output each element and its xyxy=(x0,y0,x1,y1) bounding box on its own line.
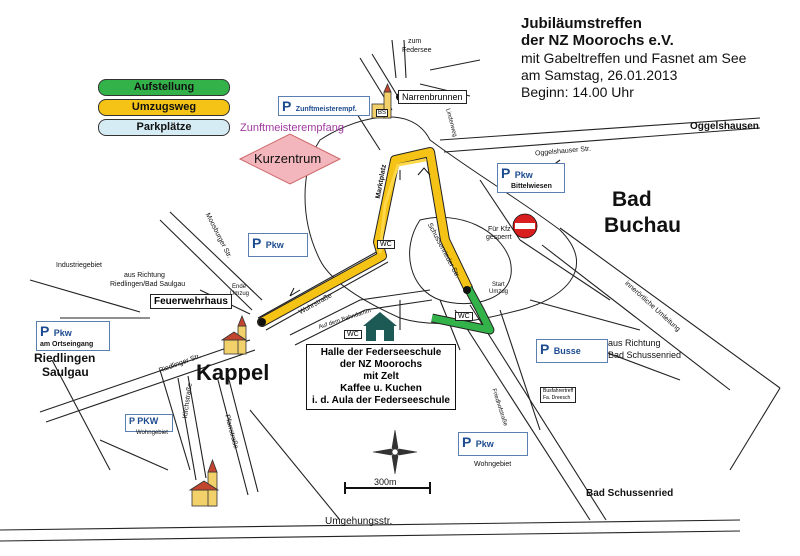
place-industriegebiet: Industriegebiet xyxy=(56,262,102,269)
event-subtitle: mit Gabeltreffen und Fasnet am See xyxy=(521,50,747,66)
event-title-org: der NZ Moorochs e.V. xyxy=(521,32,674,49)
event-date: am Samstag, 26.01.2013 xyxy=(521,67,678,83)
route-arrows xyxy=(289,167,431,297)
kurzentrum-label: Kurzentrum xyxy=(254,151,322,166)
place-saulgau: Saulgau xyxy=(42,365,89,379)
start-marker xyxy=(463,286,471,294)
halle-line1: Halle der Federseeschule xyxy=(320,347,442,358)
feuerwehrhaus-label: Feuerwehrhaus xyxy=(150,294,232,309)
compass-icon xyxy=(372,429,418,475)
bs-label: BS xyxy=(376,109,389,117)
parking-pkw-wohngebiet: P PKW xyxy=(125,414,173,432)
parking-ortseingang: P Pkw am Ortseingang xyxy=(36,321,110,351)
parking-pkw-south: P Pkw xyxy=(458,432,528,456)
bustreff-line2: Fa. Dreesch xyxy=(543,395,571,401)
halle-line5: i. d. Aula der Federseeschule xyxy=(311,395,450,406)
place-bad-buchau: Bad xyxy=(612,188,652,211)
legend-umzugsweg: Umzugsweg xyxy=(98,99,230,116)
event-start: Beginn: 14.00 Uhr xyxy=(521,84,634,100)
place-bad-buchau-2: Buchau xyxy=(604,214,682,237)
place-wohngebiet: Wohngebiet xyxy=(136,430,168,436)
start-umzug-label: Start xyxy=(492,282,505,288)
place-federsee: Federsee xyxy=(402,47,432,54)
end-marker xyxy=(258,318,266,326)
place-aus-richtung-bs: aus Richtung xyxy=(608,338,661,348)
parking-zunftmeisterempf: P Zunftmeisterempf. xyxy=(278,96,370,116)
place-aus-richtung-2: Riedlingen/Bad Saulgau xyxy=(110,281,186,288)
halle-line3: mit Zelt xyxy=(363,371,399,382)
fuer-kfz-label-2: gesperrt xyxy=(486,234,512,241)
scale-label: 300m xyxy=(374,477,397,487)
halle-line4: Kaffee u. Kuchen xyxy=(340,383,422,394)
bustreff-line1: Busfahrertreff xyxy=(543,388,574,394)
place-aus-richtung-bs-2: Bad Schussenried xyxy=(608,350,682,360)
church-icon-south xyxy=(188,458,220,507)
no-entry-icon xyxy=(512,213,538,239)
parking-bittelwiesen: P Pkw Bittelwiesen xyxy=(497,163,565,193)
street-umgehungsstr: Umgehungsstr. xyxy=(325,516,393,527)
start-umzug-label-2: Umzug xyxy=(489,289,509,295)
place-zum-federsee: zum xyxy=(408,38,422,45)
wc-label-hall: WC xyxy=(344,330,362,339)
place-kappel: Kappel xyxy=(196,360,270,385)
bustreff-label: Busfahrertreff Fa. Dreesch xyxy=(540,387,577,403)
place-riedlingen: Riedlingen xyxy=(34,351,96,365)
ende-umzug-label: Ende xyxy=(232,284,247,290)
legend-aufstellung: Aufstellung xyxy=(98,79,230,96)
parade-route xyxy=(257,147,473,327)
scale-bar xyxy=(344,482,431,494)
halle-line2: der NZ Moorochs xyxy=(339,359,423,370)
wc-label-start: WC xyxy=(455,312,473,321)
assembly-route xyxy=(431,285,495,335)
kurzentrum-shape xyxy=(238,133,342,185)
wc-label-market: WC xyxy=(377,240,395,249)
parking-pkw-moosburger: P Pkw xyxy=(248,233,308,257)
ende-umzug-label-2: Umzug xyxy=(230,291,250,297)
building-icon xyxy=(363,312,397,341)
place-oggelshausen: Oggelshausen xyxy=(690,121,759,132)
fuer-kfz-label: Für Kfz xyxy=(488,226,511,233)
legend-parkplaetze: Parkplätze xyxy=(98,119,230,136)
halle-info-box: Halle der Federseeschule der NZ Moorochs… xyxy=(306,344,456,410)
town-outline xyxy=(304,116,578,324)
narrenbrunnen-label: Narrenbrunnen xyxy=(398,90,467,104)
place-wohngebiet-2: Wohngebiet xyxy=(474,461,512,468)
place-bad-schussenried: Bad Schussenried xyxy=(586,488,674,499)
place-aus-richtung: aus Richtung xyxy=(124,272,165,279)
event-title: Jubiläumstreffen xyxy=(521,15,642,32)
parking-busse: P Busse xyxy=(536,339,608,363)
zunftmeisterempfang-label: Zunftmeisterempfang xyxy=(240,122,344,134)
church-icon-kappel xyxy=(220,314,248,355)
